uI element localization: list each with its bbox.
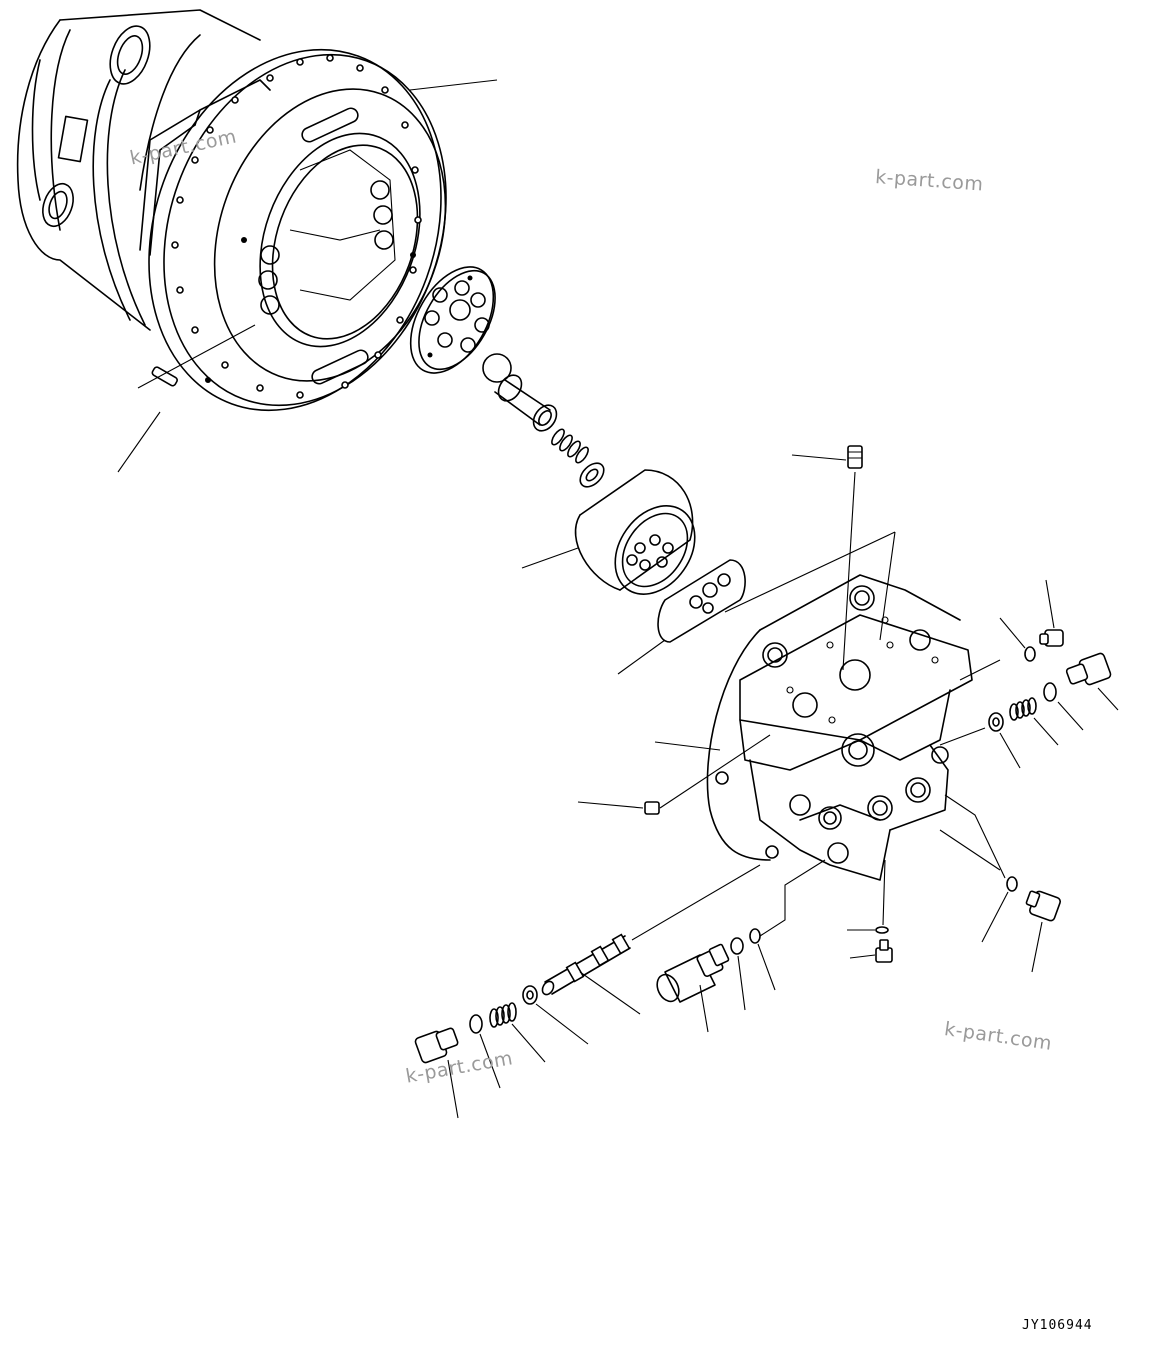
right-spring: [1009, 697, 1037, 721]
cartridge-valve: [656, 943, 730, 1003]
plug-top: [847, 445, 863, 469]
pin-part: [151, 366, 178, 387]
bottom-bolt: [414, 1027, 459, 1064]
right-washer: [988, 712, 1004, 732]
motor-case: [706, 574, 973, 881]
cartridge-oring-1: [730, 937, 744, 955]
small-oring-bottom: [875, 926, 889, 934]
port-plate: [657, 559, 746, 643]
right-oring-2: [1043, 682, 1057, 702]
cartridge-oring-2: [749, 928, 761, 944]
right-plug-2: [1065, 652, 1112, 686]
right-plug-1: [1039, 629, 1064, 647]
bottom-spring: [489, 1002, 517, 1028]
small-bolt-bottom: [875, 939, 893, 963]
valve-plate: [409, 266, 496, 374]
spring-part: [551, 428, 589, 464]
right-plug-3: [1025, 890, 1061, 922]
ball-guide-part: [482, 353, 558, 432]
bottom-washer: [522, 985, 538, 1005]
washer-part: [579, 462, 605, 488]
cylinder-block: [574, 469, 696, 595]
spool-part: [541, 933, 631, 996]
drawing-code-label: JY106944: [1022, 1318, 1093, 1333]
right-oring-3: [1006, 876, 1018, 892]
final-drive-housing: [16, 9, 447, 412]
small-plug-left: [644, 801, 660, 815]
bottom-oring: [469, 1014, 483, 1034]
right-oring-1: [1024, 646, 1036, 662]
